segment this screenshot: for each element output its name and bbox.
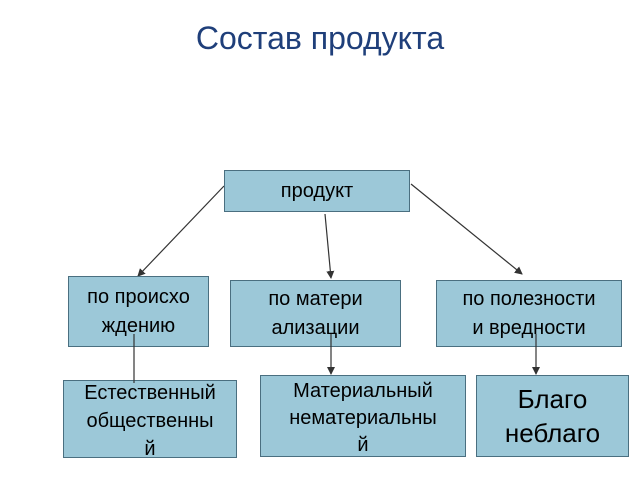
node-by-materialization-label: по матери ализации <box>268 287 363 339</box>
node-by-usefulness: по полезности и вредности <box>436 280 622 347</box>
arrow-root-to-origin <box>137 185 225 277</box>
node-material-immaterial-label: Материальный нематериальны й <box>289 379 437 456</box>
node-by-origin-label: по происхо ждению <box>87 285 190 337</box>
arrow-root-to-materialization <box>324 213 335 279</box>
node-good-notgood: Благо неблаго <box>476 375 629 457</box>
node-product: продукт <box>224 170 410 212</box>
diagram-title: Состав продукта <box>195 20 445 56</box>
node-natural-social: Естественный общественны й <box>63 380 237 458</box>
node-by-usefulness-label: по полезности и вредности <box>462 287 596 339</box>
arrow-root-to-usefulness <box>410 183 523 275</box>
node-material-immaterial: Материальный нематериальны й <box>260 375 466 457</box>
node-by-materialization: по матери ализации <box>230 280 401 347</box>
node-by-origin: по происхо ждению <box>68 276 209 347</box>
node-product-label: продукт <box>280 179 354 202</box>
node-natural-social-label: Естественный общественны й <box>84 382 216 458</box>
node-good-notgood-label: Благо неблаго <box>504 384 601 448</box>
